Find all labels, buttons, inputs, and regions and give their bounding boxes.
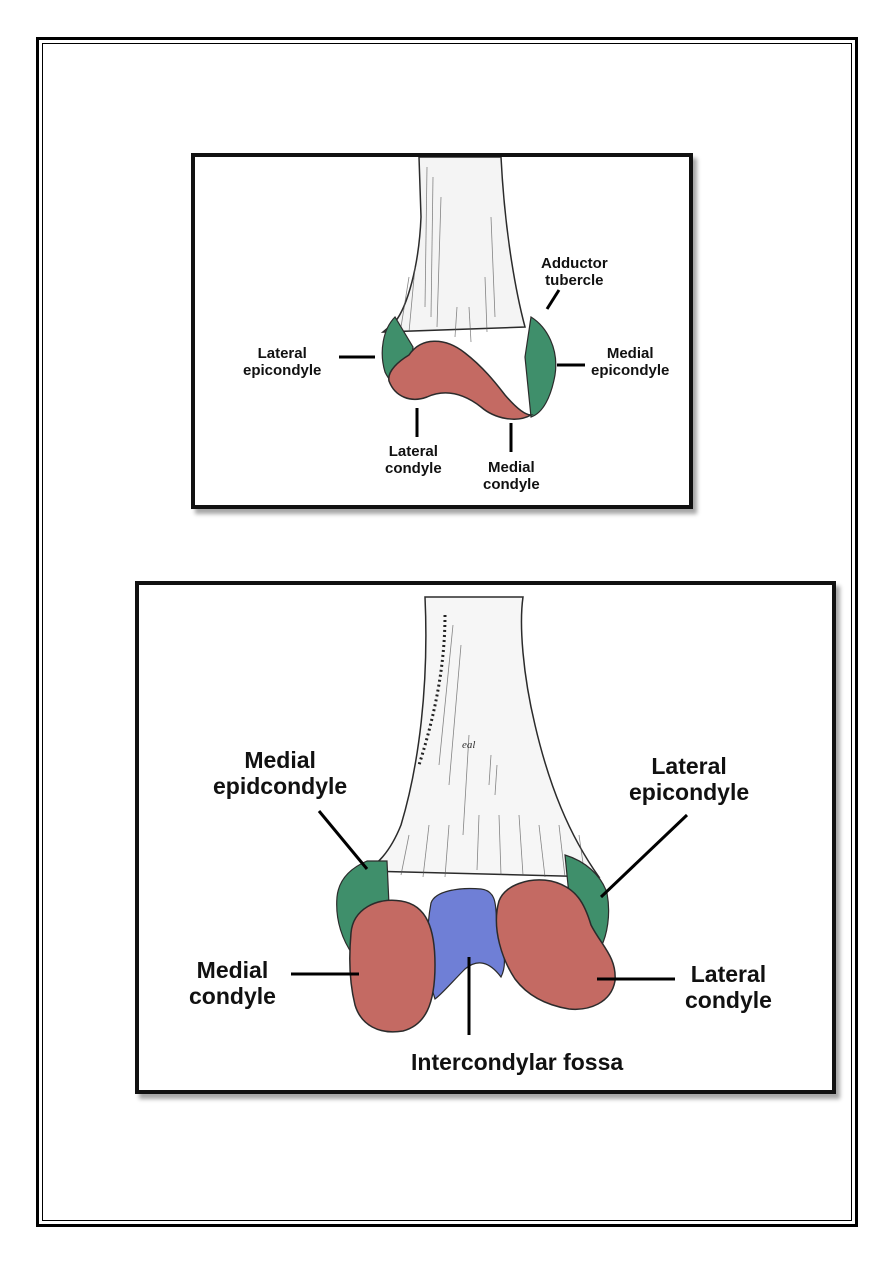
femur-shaft — [364, 596, 601, 878]
engraving-text: eal — [462, 739, 475, 751]
label-medial-epicondyle: Medial epidcondyle — [213, 747, 347, 800]
label-intercondylar-fossa: Intercondylar fossa — [411, 1049, 624, 1075]
label-line: Lateral — [257, 345, 307, 362]
posterior-view-figure: eal Medial epidcondyle Lateral epicondyl… — [135, 581, 836, 1094]
label-medial-condyle: Medial condyle — [189, 957, 276, 1010]
label-lateral-epicondyle: Lateral epicondyle — [243, 345, 321, 380]
label-lateral-condyle: Lateral condyle — [685, 961, 772, 1014]
posterior-leader-lines — [291, 810, 689, 1035]
page-border-inner — [42, 43, 852, 1221]
linea-aspera — [417, 614, 447, 766]
medial-condyle-region — [349, 899, 436, 1033]
label-line: Adductor — [541, 255, 608, 272]
page-border-outer — [36, 37, 858, 1227]
anterior-view-illustration — [339, 157, 585, 452]
label-line: Medial — [244, 747, 316, 773]
label-lateral-condyle: Lateral condyle — [385, 443, 442, 478]
anterior-view-figure: Adductor tubercle Lateral epicondyle Med… — [191, 153, 693, 509]
label-line: epicondyle — [243, 362, 322, 380]
label-line: epidcondyle — [213, 773, 348, 800]
label-line: Medial — [488, 459, 535, 476]
shaft-hatching — [400, 166, 496, 343]
label-line: Medial — [606, 345, 654, 362]
label-lateral-epicondyle: Lateral epicondyle — [629, 753, 749, 806]
label-line: condyle — [189, 983, 276, 1010]
shaft-hatching — [400, 624, 586, 878]
label-adductor-tubercle: Adductor tubercle — [541, 255, 608, 290]
lateral-condyle-region — [495, 879, 616, 1011]
condyles-region — [388, 340, 534, 420]
label-line: condyle — [685, 987, 772, 1014]
label-line: condyle — [483, 476, 540, 494]
label-line: Lateral — [651, 753, 727, 779]
label-line: Medial — [196, 957, 269, 983]
intercondylar-fossa-region — [426, 887, 505, 1000]
femur-shaft — [380, 157, 526, 333]
label-line: tubercle — [545, 272, 604, 290]
posterior-view-illustration: eal — [291, 596, 689, 1035]
label-line: Lateral — [690, 961, 767, 987]
label-line: epicondyle — [591, 362, 670, 380]
anterior-leader-lines — [339, 289, 585, 452]
label-medial-condyle: Medial condyle — [483, 459, 540, 494]
label-line: Lateral — [388, 443, 438, 460]
label-line: condyle — [385, 460, 442, 478]
medial-epicondyle-region — [524, 316, 557, 418]
label-line: epicondyle — [629, 779, 750, 806]
label-medial-epicondyle: Medial epicondyle — [591, 345, 669, 380]
